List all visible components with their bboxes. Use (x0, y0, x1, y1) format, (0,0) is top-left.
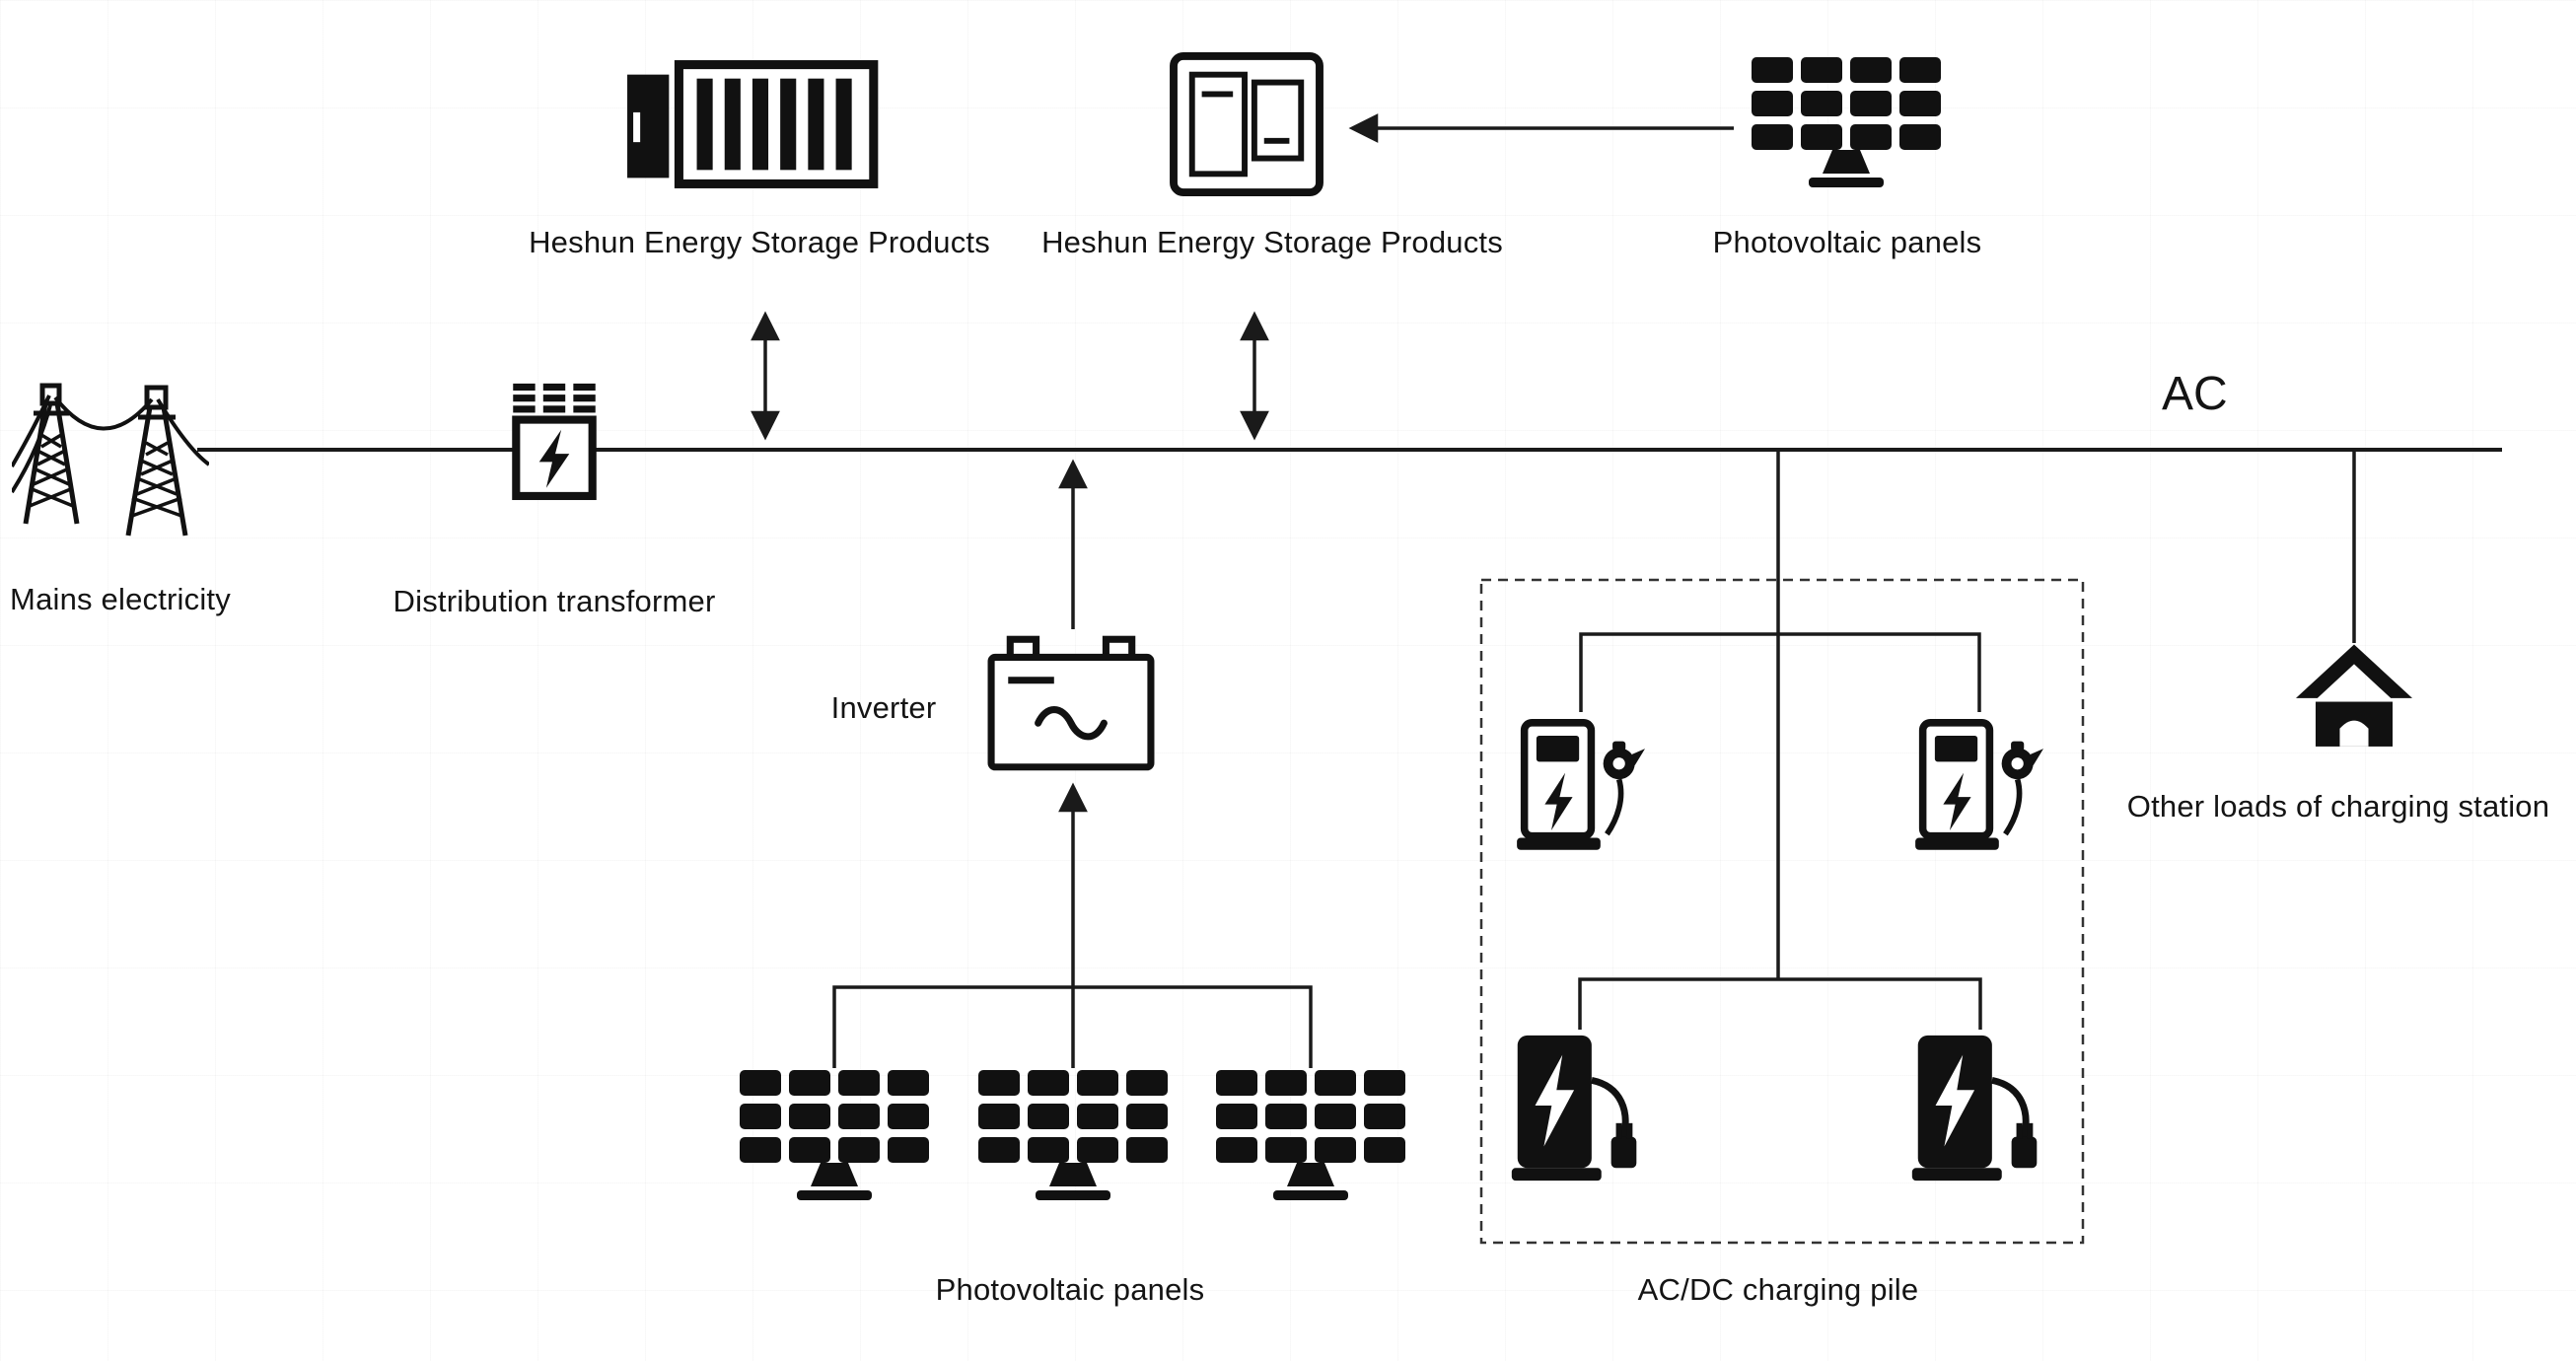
transformer-icon (512, 383, 597, 501)
node-pv-bottom-2 (974, 1068, 1172, 1206)
node-other-loads (2296, 643, 2412, 752)
solar-panel-icon (1752, 57, 1941, 187)
charging-bottom-bracket (1578, 977, 1982, 1030)
dc-charging-pile-icon (1911, 1035, 2038, 1182)
pv-bottom-label: Photovoltaic panels (935, 1272, 1205, 1307)
node-mains (12, 367, 209, 546)
house-icon (2296, 644, 2412, 747)
ac-charging-pile-icon (1915, 719, 2043, 850)
node-transformer (499, 383, 609, 505)
transmission-tower-icon (12, 383, 209, 537)
node-inverter (986, 633, 1156, 773)
storage-cabinet-label: Heshun Energy Storage Products (1041, 225, 1503, 259)
ac-charging-pile-icon (1517, 719, 1645, 850)
battery-container-icon (627, 60, 879, 188)
node-storage-container (621, 54, 899, 194)
node-dc-pile-1 (1511, 1026, 1649, 1191)
charging-group-label: AC/DC charging pile (1637, 1272, 1919, 1307)
solar-panel-icon (1216, 1070, 1405, 1200)
storage-cabinet-icon (1170, 51, 1324, 197)
inverter-icon (987, 635, 1155, 771)
node-dc-pile-2 (1911, 1026, 2049, 1191)
ac-bus-label: AC (2162, 368, 2228, 420)
node-ac-pile-1 (1517, 704, 1647, 862)
solar-panel-icon (978, 1070, 1168, 1200)
pv-top-label: Photovoltaic panels (1712, 225, 1982, 259)
transformer-label: Distribution transformer (393, 584, 716, 618)
solar-panel-icon (740, 1070, 929, 1200)
node-pv-bottom-1 (736, 1068, 933, 1206)
node-pv-top (1744, 55, 1949, 193)
pv-bracket (832, 985, 1313, 1068)
charging-group-dashed-box (1479, 578, 2085, 1245)
other-loads-label: Other loads of charging station (2126, 789, 2550, 824)
inverter-label: Inverter (830, 690, 937, 725)
node-storage-cabinet (1168, 51, 1325, 197)
node-ac-pile-2 (1915, 704, 2045, 862)
dc-charging-pile-icon (1511, 1035, 1637, 1182)
node-pv-bottom-3 (1212, 1068, 1409, 1206)
charging-top-bracket (1579, 632, 1981, 712)
mains-label: Mains electricity (10, 582, 231, 616)
storage-container-label: Heshun Energy Storage Products (529, 225, 990, 259)
